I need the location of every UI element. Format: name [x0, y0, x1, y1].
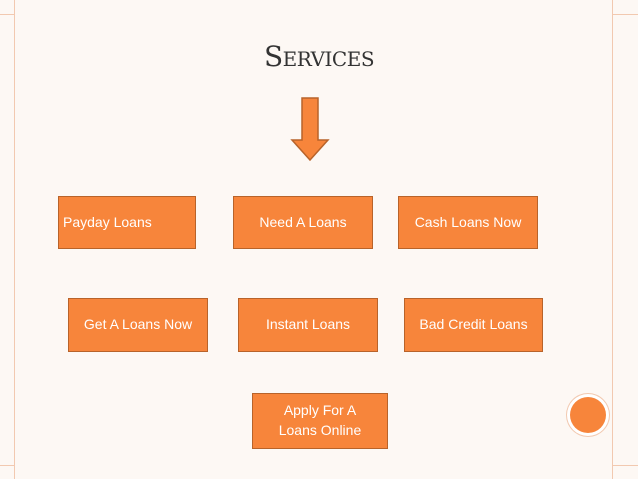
service-box-get-a-loans-now[interactable]: Get A Loans Now — [68, 298, 208, 352]
frame-line-top-left — [0, 14, 14, 15]
decorative-circle — [570, 397, 606, 433]
service-label: Get A Loans Now — [83, 316, 193, 333]
service-box-cash-loans-now[interactable]: Cash Loans Now — [398, 196, 538, 249]
frame-line-right — [612, 0, 613, 479]
service-box-payday-loans[interactable]: Payday Loans — [58, 196, 196, 249]
down-arrow-icon — [290, 97, 330, 162]
service-box-apply-for-a-loans-online[interactable]: Apply For A Loans Online — [252, 393, 388, 449]
slide-title: Services — [263, 40, 375, 73]
frame-line-bottom-right — [612, 465, 638, 466]
service-label: Apply For A Loans Online — [278, 402, 362, 438]
service-label: Instant Loans — [265, 316, 351, 333]
frame-line-top-right — [612, 14, 638, 15]
service-label: Payday Loans — [63, 213, 152, 230]
service-label: Cash Loans Now — [414, 213, 522, 230]
service-box-need-a-loans[interactable]: Need A Loans — [233, 196, 373, 249]
frame-line-left — [14, 0, 15, 479]
frame-line-bottom-left — [0, 465, 14, 466]
service-label: Need A Loans — [259, 213, 347, 230]
service-box-bad-credit-loans[interactable]: Bad Credit Loans — [404, 298, 543, 352]
service-label: Bad Credit Loans — [419, 316, 528, 333]
service-box-instant-loans[interactable]: Instant Loans — [238, 298, 378, 352]
